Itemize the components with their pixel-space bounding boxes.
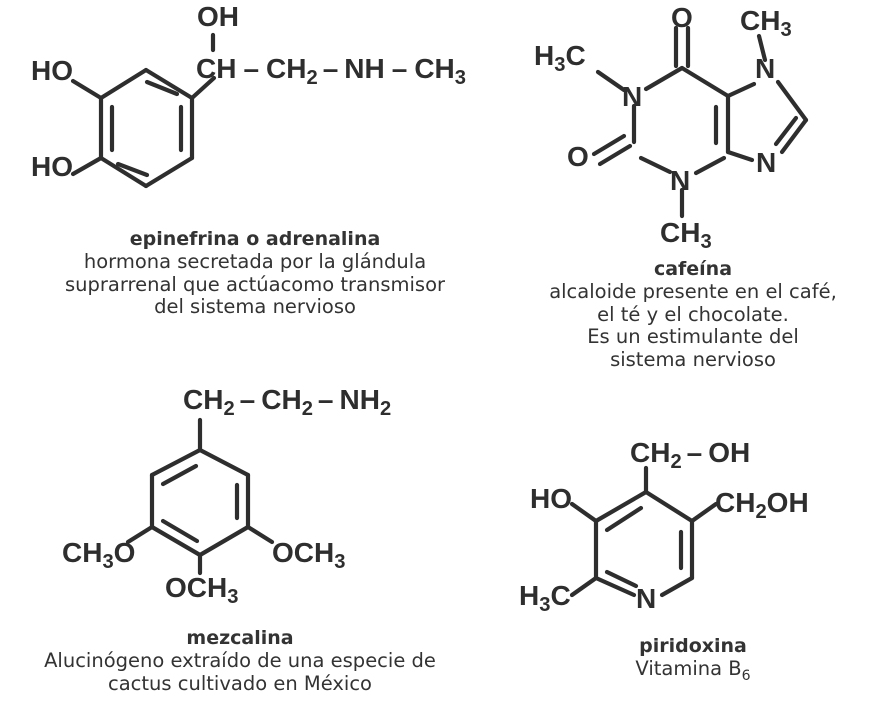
label-och3-bottom: OCH3 xyxy=(165,572,238,608)
bond-ring-to-ch3o xyxy=(125,524,155,545)
bond-ring xyxy=(98,155,149,189)
bond-ring-double xyxy=(144,79,180,97)
molecule-desc-line: Es un estimulante del xyxy=(587,325,799,349)
bond-ring xyxy=(197,447,251,478)
label-ch3-top-right: CH3 xyxy=(740,5,792,41)
molecule-panel-piridoxina: CH2–OH HO CH2OH H3C N piridoxina Vitamin… xyxy=(500,440,886,708)
bond-c5-n7 xyxy=(725,81,757,99)
label-o-top: O xyxy=(671,2,693,33)
label-ch3-bottom: CH3 xyxy=(660,217,712,250)
caption-epinefrina: epinefrina o adrenalina hormona secretad… xyxy=(20,228,490,319)
structure-piridoxina: CH2–OH HO CH2OH H3C N xyxy=(519,440,809,616)
molecule-name-cafeina: cafeína xyxy=(653,258,733,280)
label-ch2-oh-top: CH2–OH xyxy=(630,440,750,473)
bond-c8-n9-double xyxy=(773,115,799,147)
bond-ring-to-ch xyxy=(189,75,217,101)
vitamin-base: Vitamina B xyxy=(635,657,742,681)
caption-cafeina: cafeína alcaloide presente en el café, e… xyxy=(500,258,886,371)
label-n1: N xyxy=(622,81,642,112)
molecule-panel-cafeina: N N N N O O H3C CH3 CH3 cafeína alcaloid… xyxy=(500,0,886,390)
molecule-desc-line: alcaloide presente en el café, xyxy=(549,280,837,304)
label-och3-right: OCH3 xyxy=(272,537,345,573)
molecule-panel-mezcalina: CH2–CH2–NH2 CH3O OCH3 OCH3 mezcalina Alu… xyxy=(0,385,480,708)
bond-c8-n9 xyxy=(779,117,809,155)
bond-ring-double xyxy=(160,463,199,487)
bond-c6-n1 xyxy=(643,65,685,92)
bond-n-to-ring xyxy=(659,575,695,598)
bond-ring xyxy=(98,67,149,101)
bond-ring-to-och3 xyxy=(245,524,275,545)
molecule-name-epinefrina: epinefrina o adrenalina xyxy=(129,228,381,250)
molecule-panel-epinefrina: HO HO OH CH–CH2–NH–CH3 epinefrina o adre… xyxy=(0,0,500,340)
structure-cafeina: N N N N O O H3C CH3 CH3 xyxy=(534,2,809,250)
bond-ring xyxy=(643,489,695,524)
label-oh-top: OH xyxy=(197,1,239,32)
molecule-desc-line: sistema nervioso xyxy=(610,347,776,371)
caption-piridoxina: piridoxina Vitamina B6 xyxy=(500,635,886,684)
bond-ring-to-ch2oh-right xyxy=(689,501,719,524)
bond-ring-double xyxy=(115,161,150,178)
vitamin-subscript: 6 xyxy=(741,667,751,684)
bond-c5-c6 xyxy=(679,65,731,99)
label-n7: N xyxy=(755,53,775,84)
label-ch3o-left: CH3O xyxy=(62,537,135,573)
label-n9: N xyxy=(756,147,776,178)
label-ho-upper: HO xyxy=(31,55,73,86)
label-chain-epinefrina: CH–CH2–NH–CH3 xyxy=(196,53,466,89)
molecule-desc-line: Alucinógeno extraído de una especie de xyxy=(44,649,436,673)
bond-ring xyxy=(149,524,203,558)
label-ho-left: HO xyxy=(530,483,572,514)
structure-mezcalina: CH2–CH2–NH2 CH3O OCH3 OCH3 xyxy=(62,385,391,608)
bond-ring-to-ho xyxy=(569,501,599,524)
bond-n3-c4 xyxy=(693,155,727,176)
bond-ring xyxy=(149,447,203,478)
label-ho-lower: HO xyxy=(31,151,73,182)
caption-mezcalina: mezcalina Alucinógeno extraído de una es… xyxy=(0,627,480,695)
bond-c2-o-double-b xyxy=(591,133,627,157)
bond-n7-c8 xyxy=(775,79,809,123)
bond-n1-methyl xyxy=(595,69,627,93)
bond-ring-double xyxy=(604,569,639,589)
bond-ring xyxy=(593,489,649,524)
bond-ring-double xyxy=(160,518,200,544)
bond-ring-to-methyl xyxy=(569,575,599,598)
bond-ho-upper xyxy=(70,78,104,101)
molecule-desc-line: el té y el chocolate. xyxy=(597,302,789,326)
molecule-desc-line: hormona secretada por la glándula xyxy=(83,250,427,274)
bond-n7-methyl xyxy=(756,33,768,63)
bond-ho-lower xyxy=(70,155,104,177)
label-chain-mezcalina: CH2–CH2–NH2 xyxy=(183,385,391,420)
bond-ring xyxy=(143,67,195,101)
bond-n9-c4 xyxy=(725,149,755,163)
label-h3c-left: H3C xyxy=(534,40,586,76)
molecule-name-piridoxina: piridoxina xyxy=(639,635,747,657)
molecule-desc-line: suprarrenal que actúacomo transmisor xyxy=(64,272,446,296)
label-ch2oh-right: CH2OH xyxy=(715,487,809,523)
bond-c2-n3 xyxy=(638,155,673,175)
bond-c2-o-double-a xyxy=(597,143,633,167)
label-o-left: O xyxy=(567,141,589,172)
label-n3: N xyxy=(670,165,690,196)
molecule-desc-line: cactus cultivado en México xyxy=(108,671,372,695)
label-n-ring: N xyxy=(636,583,656,614)
structure-epinefrina: HO HO OH CH–CH2–NH–CH3 xyxy=(31,1,466,189)
molecule-desc-line: del sistema nervioso xyxy=(154,295,356,319)
bond-ring xyxy=(143,155,195,189)
bond-ring xyxy=(197,524,251,558)
molecule-desc-vitamin: Vitamina B6 xyxy=(500,657,886,684)
label-h3c-left: H3C xyxy=(519,580,571,616)
molecule-name-mezcalina: mezcalina xyxy=(186,627,294,649)
bond-ring-to-n xyxy=(593,575,637,598)
bond-ring-double xyxy=(604,505,644,533)
